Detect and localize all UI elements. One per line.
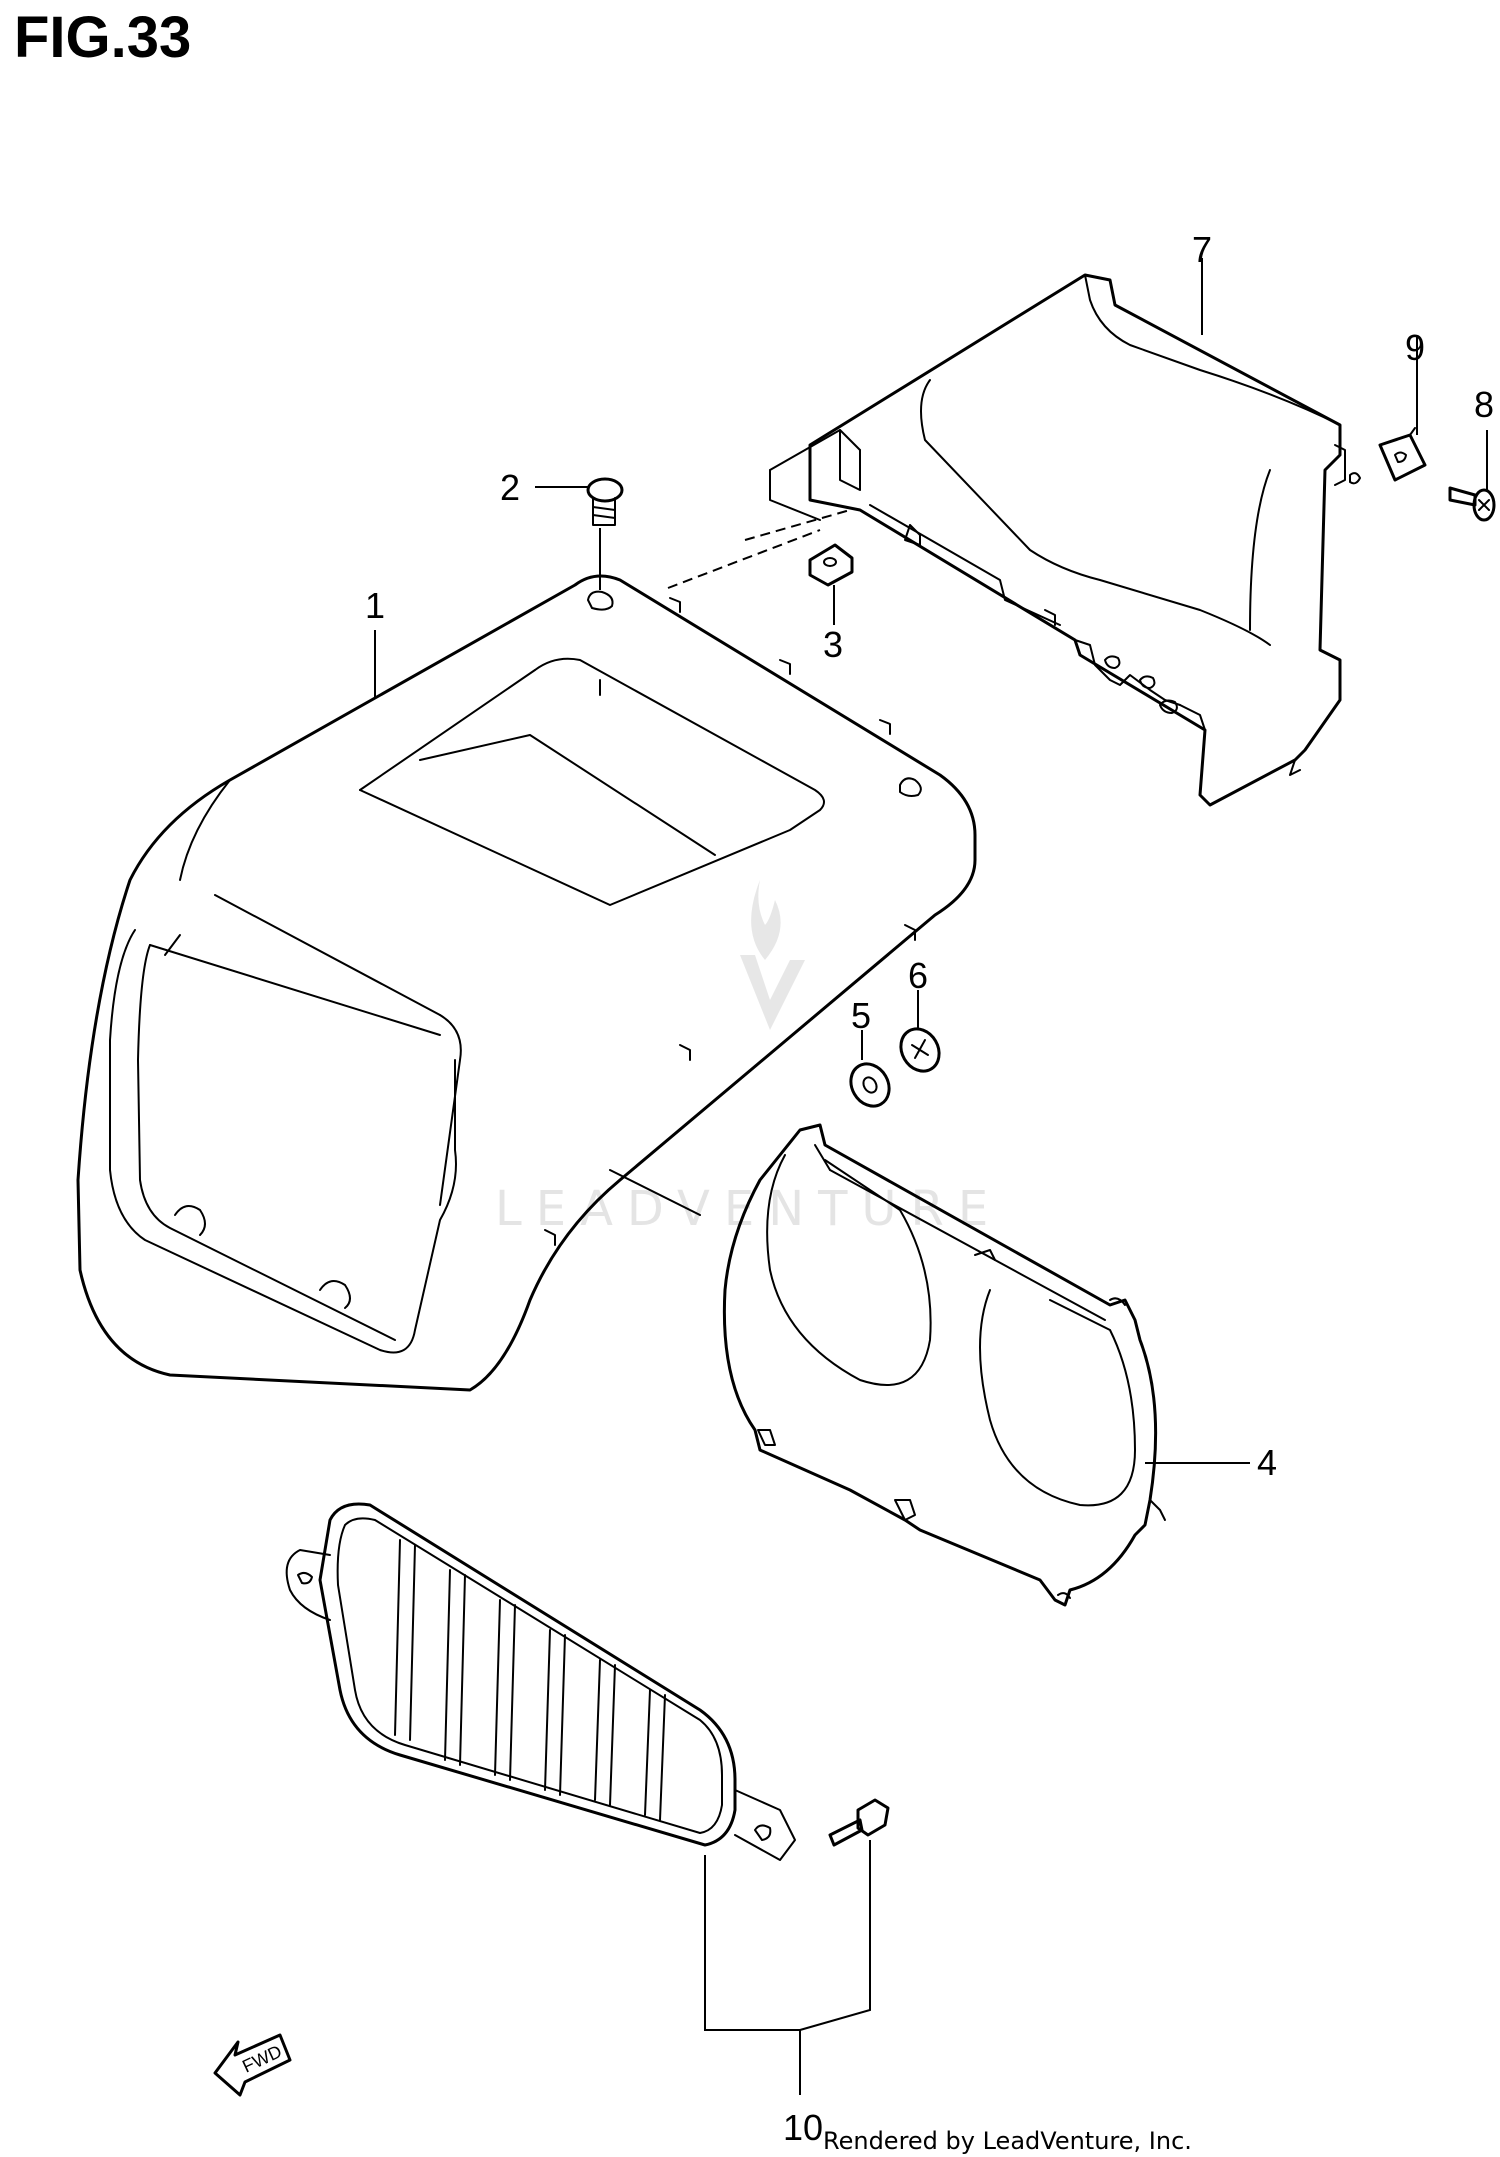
callout-7: 7: [1192, 229, 1212, 270]
callout-9: 9: [1405, 327, 1425, 368]
part-4-headlight-frame[interactable]: [722, 1123, 1250, 1607]
part-2-screw[interactable]: [535, 477, 624, 590]
callout-2: 2: [500, 467, 520, 508]
part-6-lock-nut[interactable]: [893, 990, 946, 1078]
leadventure-watermark: LEADVENTURE: [495, 880, 988, 1237]
part-5-washer[interactable]: [843, 1030, 896, 1113]
fwd-direction-arrow: FWD: [213, 2033, 292, 2097]
callout-3: 3: [823, 624, 843, 665]
figure-title: FIG.33: [14, 5, 192, 70]
part-8-screw[interactable]: [1448, 430, 1496, 522]
callout-8: 8: [1474, 384, 1494, 425]
fwd-label: FWD: [239, 2041, 285, 2076]
footer-credit: Rendered by LeadVenture, Inc.: [823, 2127, 1192, 2155]
part-9-spring-nut[interactable]: [1378, 335, 1427, 482]
part-1-headlight-cowl[interactable]: [76, 509, 977, 1392]
callout-4: 4: [1257, 1442, 1277, 1483]
callout-5: 5: [851, 995, 871, 1036]
callout-10: 10: [783, 2107, 823, 2148]
grille-screw[interactable]: [799, 1798, 890, 2031]
part-3-clip-nut[interactable]: [808, 543, 854, 625]
callout-1: 1: [365, 585, 385, 626]
part-7-rear-cover[interactable]: [769, 258, 1361, 807]
part-10-grille[interactable]: [285, 1502, 801, 2095]
callout-6: 6: [908, 955, 928, 996]
